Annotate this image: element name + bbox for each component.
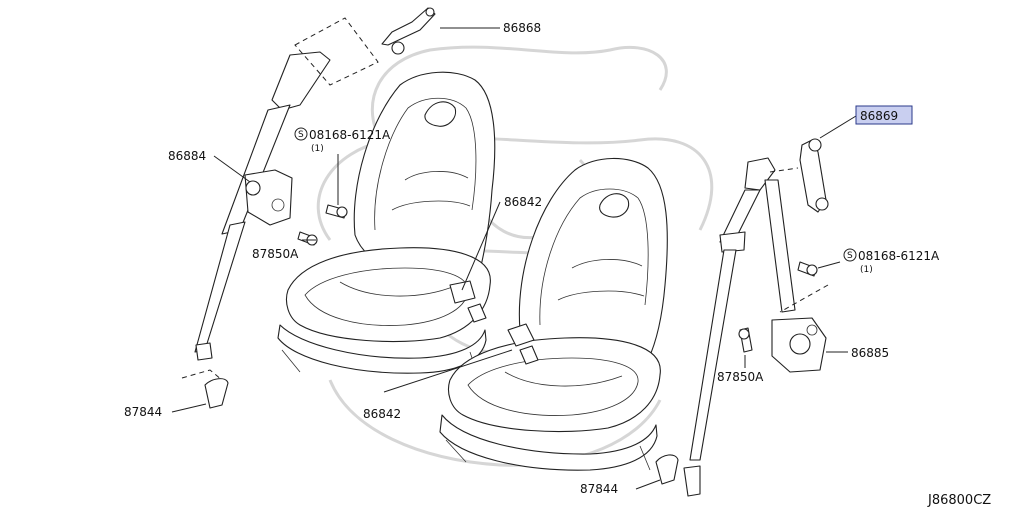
bolt-symbol-left (294, 127, 308, 141)
callout-87844-right: 87844 (580, 482, 618, 496)
left-seat-belt (194, 51, 331, 361)
callout-87844-left: 87844 (124, 405, 162, 419)
dashed-link-86869 (769, 167, 799, 173)
cover-87844-right (655, 454, 679, 485)
callout-86885: 86885 (851, 346, 889, 360)
anchor-86869 (799, 138, 829, 213)
guide-86868 (381, 7, 436, 55)
cover-87844-left (181, 369, 229, 409)
leader-lines (171, 27, 857, 490)
callout-86884: 86884 (168, 149, 206, 163)
callout-bolt-right-qty: (1) (860, 265, 873, 275)
dashed-link-bolt-right (779, 284, 829, 313)
callout-86869: 86869 (860, 109, 898, 123)
callout-86842-top: 86842 (504, 195, 542, 209)
bolt-left (325, 204, 348, 219)
bolt-87850a-left (297, 231, 318, 246)
callout-86842-bottom: 86842 (363, 407, 401, 421)
callout-86868: 86868 (503, 21, 541, 35)
diagram-code: J86800CZ (927, 493, 991, 508)
callout-bolt-left: 08168-6121A (309, 128, 391, 142)
bolt-right (797, 261, 818, 277)
bolt-symbol-left-letter: S (298, 130, 304, 140)
right-seat (439, 157, 668, 471)
left-seat (277, 71, 496, 377)
bolt-87850a-right (738, 327, 753, 353)
callout-bolt-right: 08168-6121A (858, 249, 940, 263)
dashed-link-86868 (294, 17, 379, 86)
bolt-symbol-right-letter: S (847, 251, 853, 261)
highlight-box-86869 (855, 105, 913, 125)
callout-87850a-left: 87850A (252, 247, 299, 261)
bolt-symbol-right (843, 248, 857, 262)
callout-bolt-left-qty: (1) (311, 144, 324, 154)
right-seat-belt (683, 157, 827, 497)
callout-87850a-right: 87850A (717, 370, 764, 384)
